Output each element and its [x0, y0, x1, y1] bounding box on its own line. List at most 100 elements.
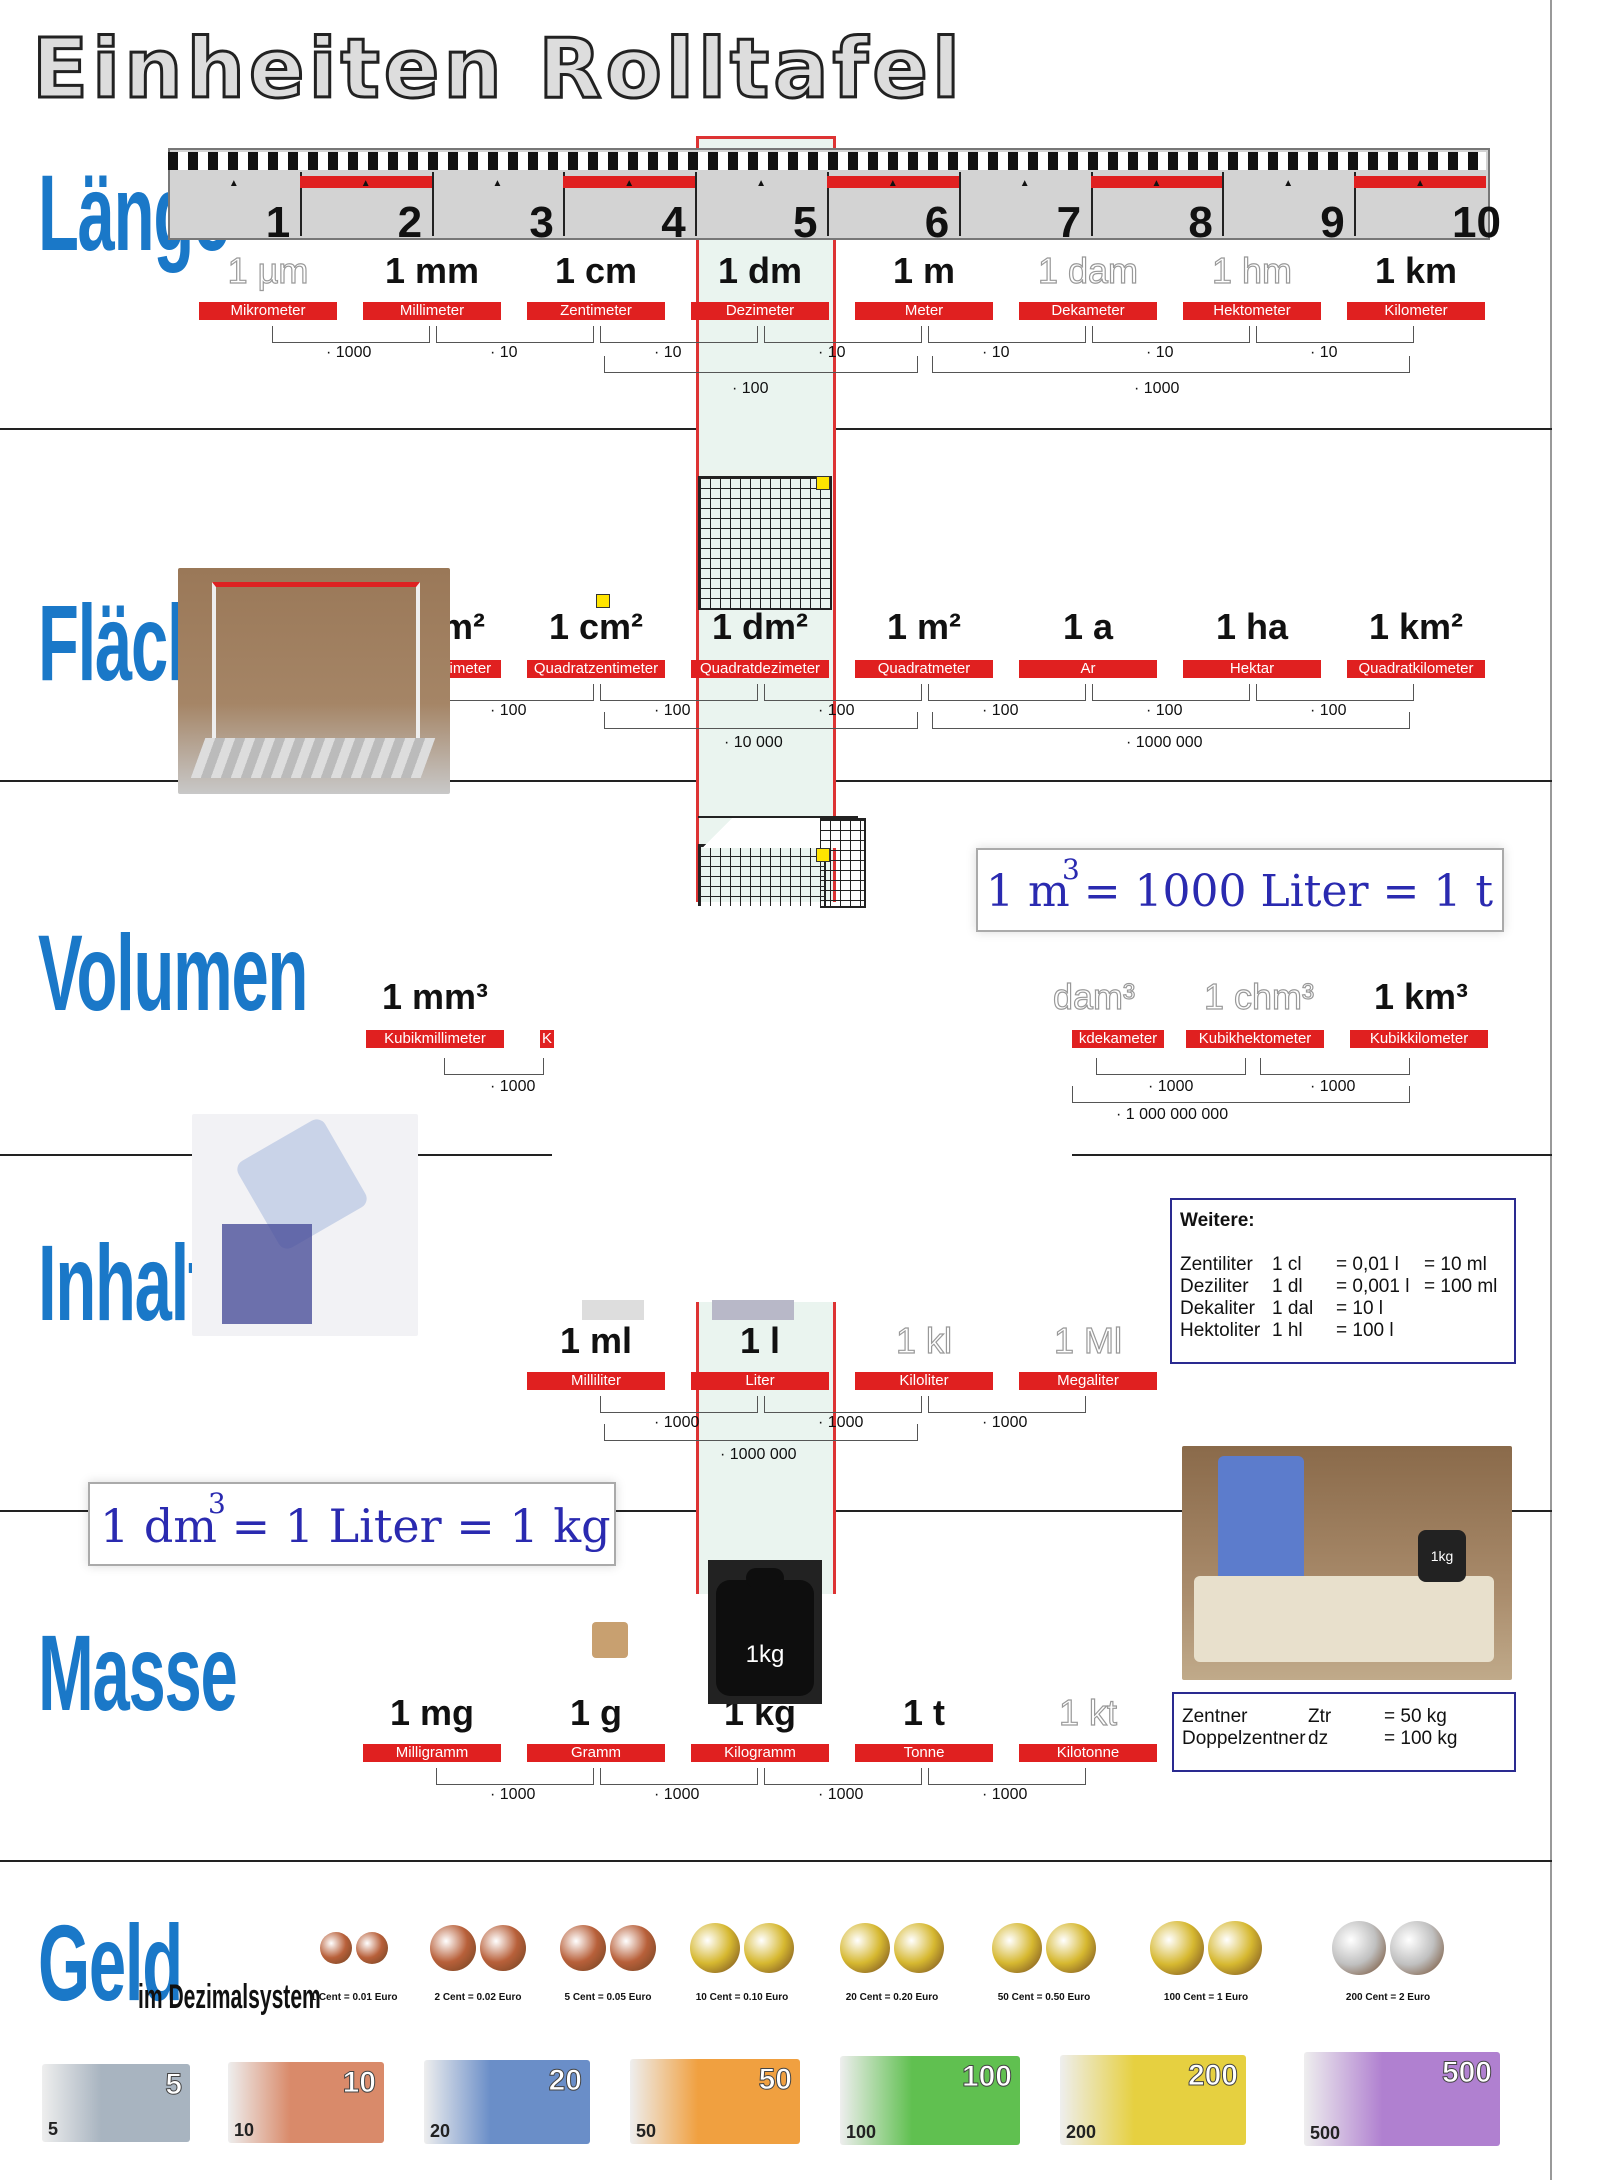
weitere-cell: Deziliter	[1180, 1276, 1249, 1297]
section-geld: Geld	[38, 1902, 183, 2023]
weitere-cell: 1 hl	[1272, 1320, 1303, 1341]
inhalt-bracket	[600, 1396, 758, 1413]
flaeche-label: Ar	[1019, 660, 1157, 678]
laenge-label: Dekameter	[1019, 302, 1157, 320]
volumen-unit: 1 km³	[1373, 976, 1469, 1017]
flaeche-unit: 1 km²	[1368, 606, 1464, 647]
cube-grid-side	[820, 818, 866, 908]
volumen-factor: · 1 000 000 000	[1116, 1106, 1229, 1123]
ruler-number: 1	[265, 198, 291, 247]
ruler-number: 3	[529, 198, 554, 247]
flaeche-bracket	[600, 684, 758, 701]
volumen-factor: · 1000	[490, 1078, 536, 1095]
masse-unit: 1 g	[569, 1692, 622, 1733]
coin-back-icon	[1046, 1923, 1096, 1973]
banknote-value-small: 500	[1310, 2123, 1341, 2143]
laenge-unit: 1 dam	[1037, 249, 1139, 291]
zentner-cell: = 50 kg	[1384, 1706, 1447, 1727]
laenge-label: Mikrometer	[199, 302, 337, 320]
square-decimeter-grid	[698, 476, 832, 610]
volumen-unit: 1 chm³	[1203, 975, 1315, 1017]
masse-factor: · 1000	[982, 1786, 1028, 1803]
ruler-triangle-icon: ▲	[1415, 178, 1425, 189]
flaeche-factor: · 1000 000	[1126, 734, 1203, 751]
flaeche-factor: · 100	[818, 702, 855, 719]
masse-label: Gramm	[527, 1744, 665, 1762]
laenge-factor: · 10	[490, 344, 518, 361]
weitere-cell: = 0,01 l	[1336, 1254, 1399, 1275]
inhalt-unit: 1 ml	[559, 1320, 633, 1361]
masse-unit: 1 kt	[1058, 1691, 1118, 1733]
volumen-label: K	[540, 1030, 554, 1048]
ruler-triangle-icon: ▲	[360, 178, 371, 189]
weight-photo: 1kg	[708, 1560, 822, 1704]
flaeche-label: Hektar	[1183, 660, 1321, 678]
laenge-factor: · 1000	[326, 344, 372, 361]
flaeche-bracket	[928, 684, 1086, 701]
weitere-cell: Zentiliter	[1180, 1254, 1253, 1275]
laenge-bracket	[436, 326, 594, 343]
volumen-label: Kubikmillimeter	[366, 1030, 504, 1048]
ruler-number: 4	[661, 198, 686, 247]
ruler-number: 9	[1320, 198, 1345, 247]
zentner-cell: Doppelzentner	[1182, 1728, 1306, 1749]
flaeche-factor: · 100	[1146, 702, 1183, 719]
inhalt-bracket	[928, 1396, 1086, 1413]
banknote-value-small: 20	[430, 2120, 451, 2141]
flaeche-label: Quadratmeter	[855, 660, 993, 678]
flaeche-bracket	[764, 684, 922, 701]
weitere-cell: 1 dal	[1272, 1298, 1314, 1319]
small-weight: 1kg	[1418, 1530, 1466, 1582]
ruler-triangle-icon: ▲	[1019, 178, 1030, 189]
weitere-cell: Dekaliter	[1180, 1298, 1255, 1319]
flaeche-unit: 1 a	[1062, 606, 1114, 647]
laenge-unit: 1 hm	[1211, 249, 1293, 291]
cube-grid-front	[698, 844, 826, 906]
laenge-factor: · 10	[1310, 344, 1338, 361]
ruler-triangle-icon: ▲	[492, 178, 503, 189]
flaeche-unit: 1 cm²	[548, 606, 644, 647]
coin-label: 5 Cent = 0.05 Euro	[564, 1992, 652, 2003]
ruler-red-band	[563, 176, 696, 188]
laenge-label: Kilometer	[1347, 302, 1485, 320]
inhalt-label: Kiloliter	[855, 1372, 993, 1390]
l-image	[712, 1300, 794, 1320]
zentner-cell: Zentner	[1182, 1706, 1248, 1727]
ruler-triangle-icon: ▲	[624, 178, 635, 189]
cm2-sample	[596, 594, 610, 608]
coin-label: 10 Cent = 0.10 Euro	[695, 1992, 789, 2003]
masse-bracket	[928, 1768, 1086, 1785]
banknote-value-small: 5	[48, 2119, 59, 2139]
coin-label: 100 Cent = 1 Euro	[1163, 1992, 1249, 2003]
ruler-checker	[168, 152, 1486, 170]
weight-knob	[746, 1568, 784, 1588]
inhalt-unit: 1 Ml	[1053, 1319, 1122, 1361]
coin-front-icon	[1150, 1921, 1204, 1975]
inhalt-label: Milliliter	[527, 1372, 665, 1390]
section-masse: Masse	[38, 1612, 238, 1733]
pouring-photo	[192, 1114, 418, 1336]
weitere-cell: = 10 ml	[1424, 1254, 1487, 1275]
banknote-value-small: 200	[1066, 2122, 1097, 2143]
section-inhalt: Inhalt	[38, 1222, 210, 1343]
scale-photo: 1kg	[1182, 1446, 1512, 1680]
ruler-tick	[958, 172, 961, 236]
laenge-bracket	[604, 356, 918, 373]
formula-m3-text: 1 m = 1000 Liter = 1 t	[986, 866, 1494, 917]
coin-back-icon	[480, 1925, 526, 1971]
ruler-number: 10	[1452, 198, 1501, 247]
laenge-bracket	[932, 356, 1410, 373]
masse-unit: 1 mg	[389, 1692, 475, 1733]
banknote-value-small: 10	[234, 2119, 255, 2140]
flaeche-factor: · 100	[1310, 702, 1347, 719]
ml-image	[582, 1300, 644, 1320]
ruler-tick	[695, 172, 698, 236]
coin-label: 50 Cent = 0.50 Euro	[997, 1992, 1091, 2003]
flaeche-factor: · 10 000	[724, 734, 783, 751]
formula-m3-sup: 3	[1062, 853, 1080, 886]
weight-1kg: 1kg	[716, 1580, 814, 1696]
ruler-tick	[431, 172, 434, 236]
laenge-unit: 1 mm	[384, 250, 480, 291]
